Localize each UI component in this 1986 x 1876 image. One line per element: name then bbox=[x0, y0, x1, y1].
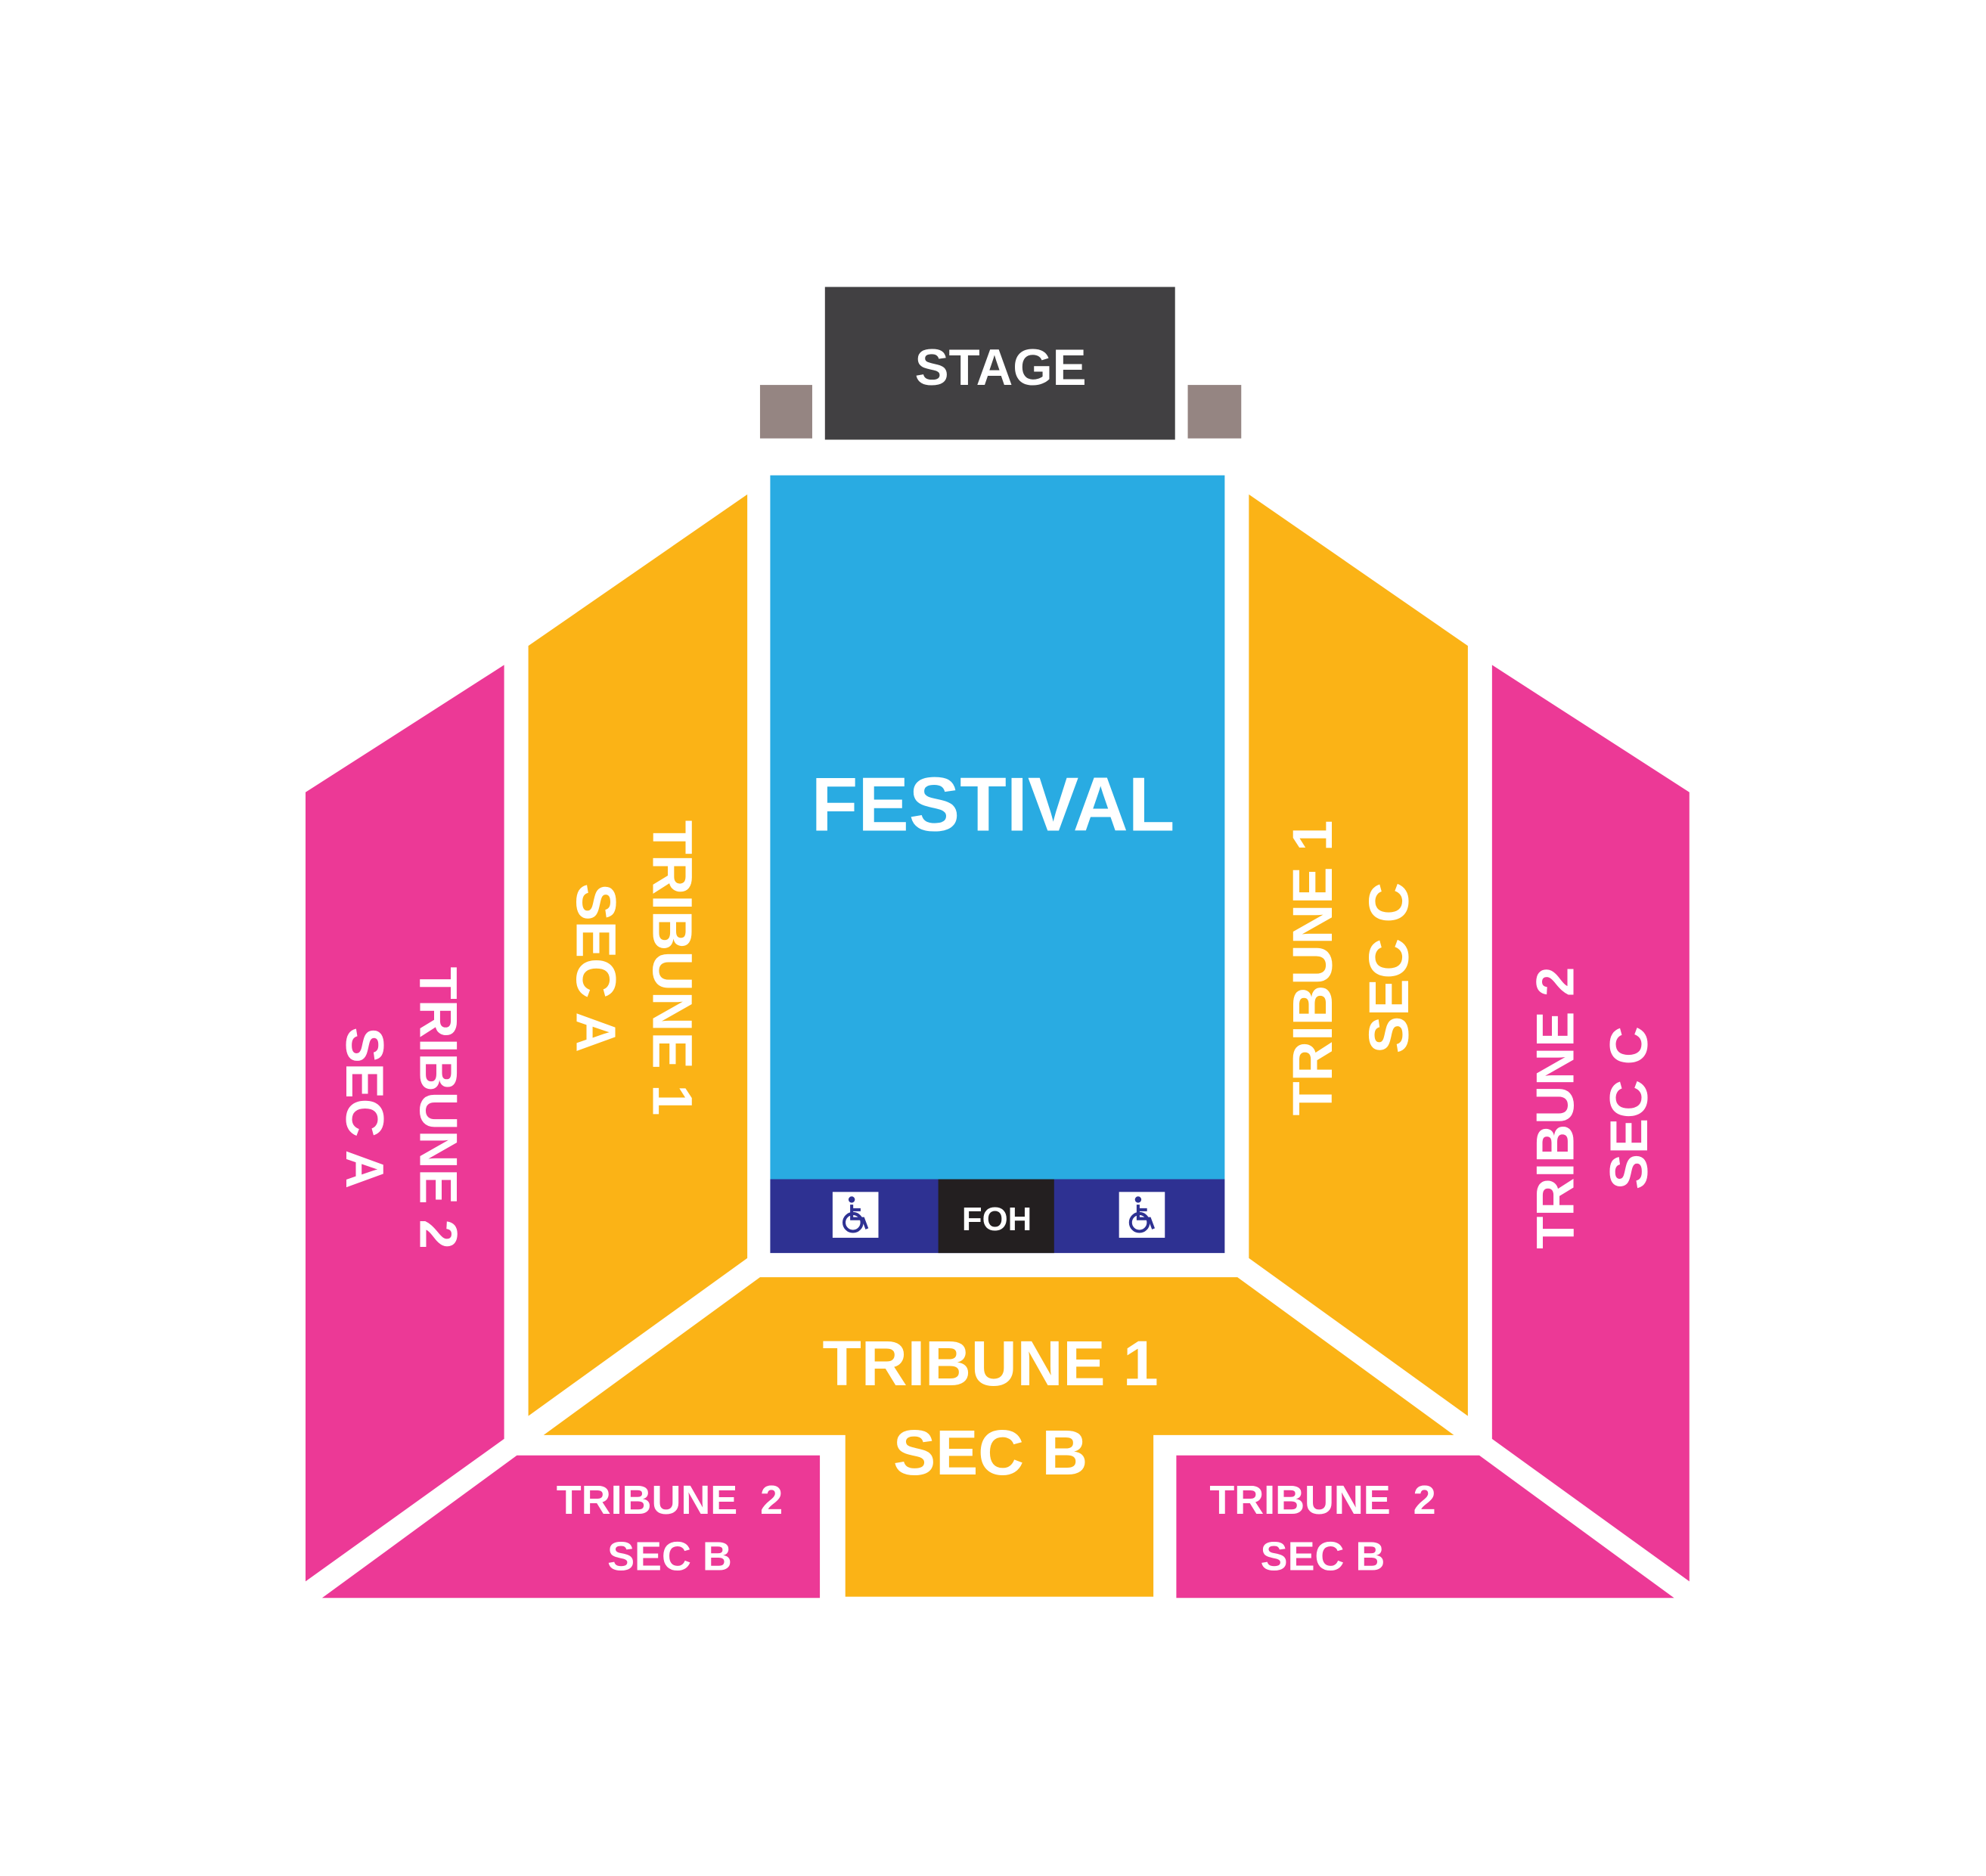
wheelchair-icon bbox=[1128, 1196, 1155, 1233]
section-tribune1-sec-c[interactable]: TRIBUNE 1 SEC C bbox=[1249, 494, 1468, 1416]
tribune2-sec-b-left-line1: TRIBUNE 2 bbox=[557, 1478, 783, 1523]
tribune2-sec-a-line1: TRIBUNE 2 bbox=[409, 967, 469, 1249]
section-tribune1-sec-a[interactable]: TRIBUNE 1 SEC A bbox=[528, 494, 748, 1416]
section-tribune2-sec-c[interactable]: TRIBUNE 2 SEC C bbox=[1491, 665, 1690, 1582]
stage[interactable]: STAGE bbox=[824, 287, 1175, 440]
tribune1-sec-a-line2: SEC A bbox=[565, 883, 628, 1053]
tribune2-sec-a-line2: SEC A bbox=[335, 1028, 395, 1189]
foh-booth: FOH bbox=[938, 1179, 1054, 1254]
accessible-area-left[interactable] bbox=[832, 1192, 879, 1238]
speaker-left bbox=[759, 385, 812, 439]
tribune1-sec-c-line2: SEC C bbox=[1358, 882, 1420, 1053]
section-tribune2-sec-a[interactable]: TRIBUNE 2 SEC A bbox=[306, 665, 504, 1582]
stage-label: STAGE bbox=[915, 340, 1087, 396]
tribune2-sec-b-right-line1: TRIBUNE 2 bbox=[1209, 1478, 1435, 1523]
tribune1-sec-b-line2: SEC B bbox=[893, 1417, 1088, 1488]
tribune1-sec-b-line1: TRIBUNE 1 bbox=[823, 1328, 1159, 1399]
tribune2-sec-b-right-line2: SEC B bbox=[1261, 1533, 1386, 1579]
foh-label: FOH bbox=[962, 1201, 1032, 1238]
speaker-right bbox=[1187, 385, 1242, 439]
tribune2-sec-b-left-line2: SEC B bbox=[607, 1533, 732, 1579]
tribune1-sec-a-line1: TRIBUNE 1 bbox=[641, 820, 704, 1116]
festival-label: FESTIVAL bbox=[811, 762, 1175, 847]
wheelchair-icon bbox=[842, 1196, 869, 1233]
section-tribune2-sec-b-right[interactable]: TRIBUNE 2 SEC B bbox=[1176, 1455, 1674, 1598]
section-tribune1-sec-b[interactable]: TRIBUNE 1 SEC B bbox=[543, 1277, 1454, 1597]
section-tribune2-sec-b-left[interactable]: TRIBUNE 2 SEC B bbox=[321, 1455, 821, 1598]
section-festival[interactable]: FESTIVAL bbox=[770, 475, 1225, 1180]
accessible-area-right[interactable] bbox=[1119, 1192, 1165, 1238]
tribune1-sec-c-line1: TRIBUNE 1 bbox=[1281, 820, 1344, 1116]
tribune2-sec-c-line1: TRIBUNE 2 bbox=[1525, 967, 1585, 1249]
tribune2-sec-c-line2: SEC C bbox=[1599, 1026, 1659, 1189]
